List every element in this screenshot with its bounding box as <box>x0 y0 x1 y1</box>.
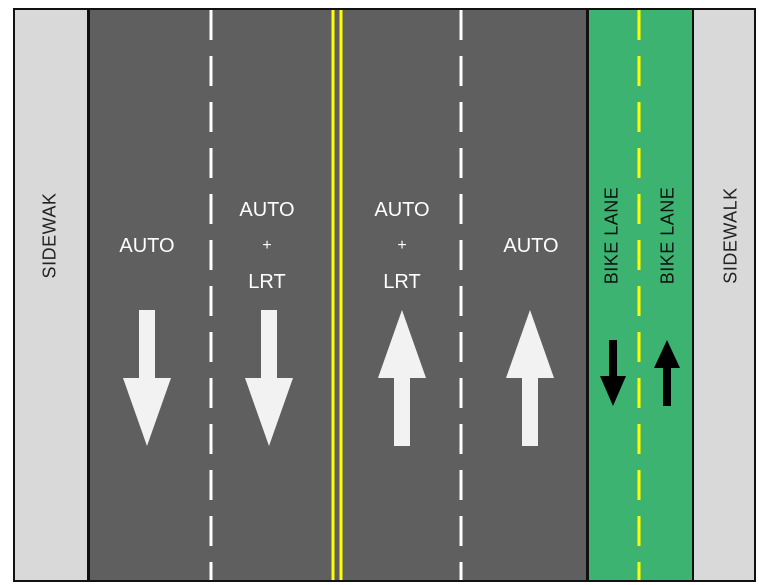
sidewalk-left: SIDEWAK <box>15 10 90 580</box>
lane-3-arrow-up-icon <box>378 310 426 446</box>
lane-2-line2: + <box>262 237 272 254</box>
lane-1-arrow-down-icon <box>123 310 171 446</box>
street-cross-section: SIDEWAK BIKE LANE BIKE LANE SIDEWALK AUT… <box>13 8 756 582</box>
lane-1-label: AUTO <box>92 228 202 264</box>
roadway <box>90 10 586 580</box>
lane-3-label: AUTO + LRT <box>347 192 457 300</box>
sidewalk-right: SIDEWALK <box>692 10 754 580</box>
lane-3-line3: LRT <box>383 271 421 293</box>
lane-4-arrow-up-icon <box>506 310 554 446</box>
lane-1-line1: AUTO <box>119 235 175 257</box>
lane-4-label: AUTO <box>476 228 586 264</box>
lane-2-arrow-down-icon <box>245 310 293 446</box>
bike-lane-1-arrow-down-icon <box>600 340 626 406</box>
markings-overlay <box>123 10 680 580</box>
lane-2-line1: AUTO <box>239 199 295 221</box>
lane-2-label: AUTO + LRT <box>212 192 322 300</box>
lane-4-line1: AUTO <box>503 235 559 257</box>
lane-2-line3: LRT <box>248 271 286 293</box>
lane-3-line1: AUTO <box>374 199 430 221</box>
lane-3-line2: + <box>397 237 407 254</box>
bike-lane-2-arrow-up-icon <box>654 340 680 406</box>
